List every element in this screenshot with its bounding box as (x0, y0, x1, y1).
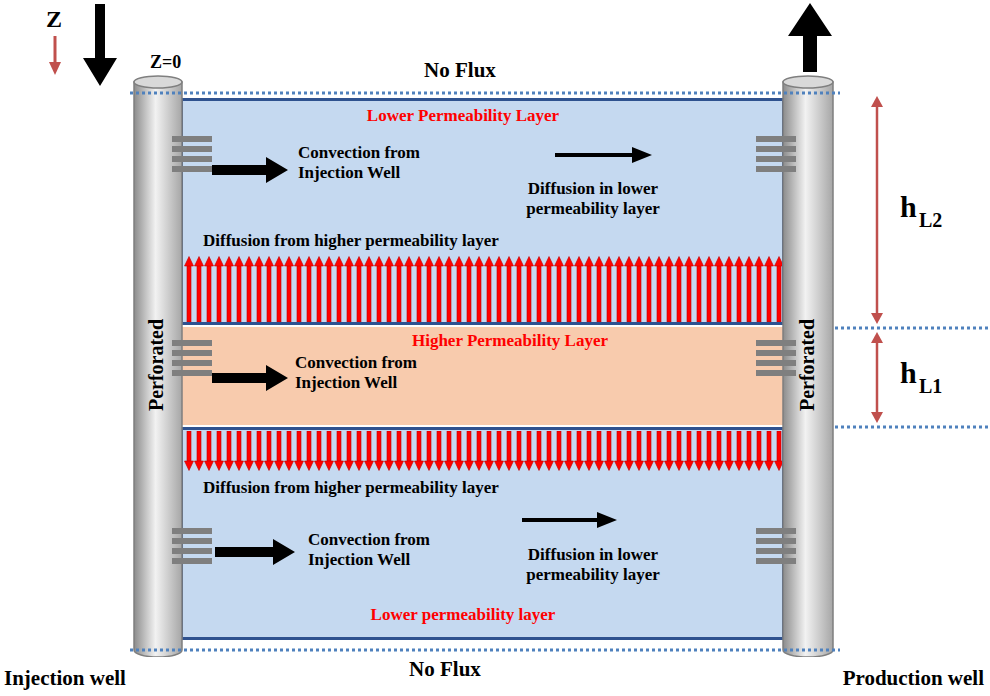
illustration-part (756, 340, 796, 346)
illustration-part (172, 156, 212, 162)
illustration-part (632, 147, 652, 163)
illustration-part (184, 431, 782, 471)
illustration-part (172, 548, 212, 554)
layer-title: Lower Permeability Layer (313, 106, 613, 126)
illustration-part (756, 146, 796, 152)
axis-label: Z (46, 6, 62, 34)
well-top (134, 76, 182, 88)
dimension-label: h (900, 190, 917, 225)
illustration-part (83, 4, 117, 86)
illustration-part (172, 528, 212, 534)
process-note: Diffusion in lower permeability layer (503, 545, 683, 584)
well-name: Production well (843, 666, 984, 690)
illustration-part (172, 350, 212, 356)
illustration-part (172, 360, 212, 366)
illustration-part (756, 136, 796, 142)
layer-title: Lower permeability layer (313, 605, 613, 625)
illustration-part (212, 157, 288, 183)
dimension-subscript: L2 (919, 209, 942, 232)
illustration-part (756, 156, 796, 162)
illustration-part (756, 548, 796, 554)
thickness-arrows (871, 96, 883, 423)
convection-arrows (212, 157, 295, 565)
illustration-part (172, 370, 212, 376)
process-note: Diffusion in lower permeability layer (503, 179, 683, 218)
dimension-subscript: L1 (919, 375, 942, 398)
well-name: Injection well (4, 666, 126, 690)
illustration-part (756, 370, 796, 376)
illustration-part (756, 528, 796, 534)
illustration-part (871, 313, 883, 324)
process-note: Convection from Injection Well (295, 353, 445, 392)
illustration-part (876, 341, 879, 414)
illustration-part (49, 62, 61, 75)
illustration-part (215, 539, 295, 565)
process-note: Convection from Injection Well (298, 143, 448, 182)
illustration-part (835, 327, 990, 330)
diffusion-arrows (184, 256, 782, 471)
boundary-label: No Flux (395, 58, 525, 82)
boundary-lines (130, 93, 990, 650)
dimension-label: h (900, 356, 917, 391)
illustration-part (130, 92, 840, 95)
illustration-part (756, 166, 796, 172)
illustration-part (756, 350, 796, 356)
axis-label: Z=0 (150, 52, 181, 73)
layer-title: Higher Permeability Layer (360, 331, 660, 351)
illustration-part (871, 96, 883, 107)
illustration-part (876, 105, 879, 315)
illustration-part (172, 538, 212, 544)
flow-arrows (83, 3, 832, 86)
illustration-part (172, 340, 212, 346)
boundary-label: No Flux (380, 657, 510, 681)
process-note: Diffusion from higher permeability layer (203, 231, 623, 251)
perforations (172, 136, 796, 564)
illustration-part (54, 36, 57, 64)
illustration-part (522, 518, 599, 522)
diffusion-direction-arrows (522, 147, 652, 528)
illustration-part (597, 512, 617, 528)
illustration-part (555, 153, 634, 157)
illustration-part (756, 538, 796, 544)
illustration-part (172, 136, 212, 142)
well-label: Perforated (145, 319, 168, 411)
well-top (783, 76, 833, 88)
illustration-part (130, 649, 840, 652)
illustration-part (172, 166, 212, 172)
illustration-part (172, 146, 212, 152)
illustration-part (871, 332, 883, 343)
illustration-part (172, 558, 212, 564)
illustration-part (756, 360, 796, 366)
illustration-part (184, 256, 782, 322)
process-note: Diffusion from higher permeability layer (203, 478, 623, 498)
illustration-part (871, 412, 883, 423)
illustration-part (212, 365, 288, 391)
depth-arrow (49, 36, 61, 75)
process-note: Convection from Injection Well (308, 530, 458, 569)
illustration-part (835, 426, 990, 429)
illustration-part (756, 558, 796, 564)
illustration-part (788, 3, 832, 72)
well-label: Perforated (796, 319, 819, 411)
